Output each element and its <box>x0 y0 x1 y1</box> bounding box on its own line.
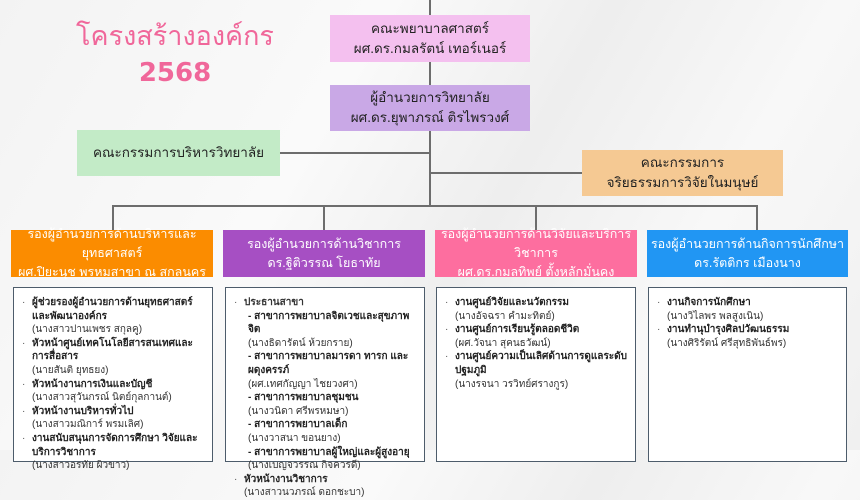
division-head-research: รองผู้อำนวยการด้านวิจัยและบริการวิชาการ … <box>435 227 637 279</box>
role-label: หัวหน้างานวิชาการ <box>244 473 328 485</box>
role-label: - สาขาการพยาบาลเด็ก <box>248 419 348 431</box>
person-name: (นางสาวปานเพชร สกุลคู) <box>32 324 143 336</box>
division-title: รองผู้อำนวยการด้านกิจการนักศึกษา <box>650 236 845 251</box>
bullet-icon: · <box>657 297 661 308</box>
person-name: (นางวนิดา ศรีพรหมษา) <box>248 405 349 417</box>
dean-name: ผศ.ดร.กมลรัตน์ เทอร์เนอร์ <box>353 40 507 56</box>
person-name: (นางวิไลพร พลสูงเนิน) <box>667 310 764 322</box>
director-box: ผู้อำนวยการวิทยาลัย ผศ.ดร.ยุพาภรณ์ ติรไพ… <box>330 85 530 131</box>
bullet-icon: · <box>445 351 449 363</box>
person-name: (นายสันติ ยุทธยง) <box>32 364 109 376</box>
person-name: (นางรจนา วรวิทย์ศรางกูร) <box>455 378 569 390</box>
list-item: · ประธานสาขา <box>234 296 418 310</box>
person-name: (นางสาวสุวันกรณ์ นิตย์กุลกานต์) <box>32 392 172 404</box>
division-name: ผศ.ปิยะนุช พรหมสาขา ณ สกลนคร <box>18 265 206 279</box>
dean-box: คณะพยาบาลศาสตร์ ผศ.ดร.กมลรัตน์ เทอร์เนอร… <box>330 15 530 62</box>
role-label: หัวหน้างานบริหารทั่วไป <box>32 405 134 417</box>
division-list-admin: · ผู้ช่วยรองผู้อำนวยการด้านยุทธศาสตร์และพ… <box>13 287 213 471</box>
list-item: · งานกิจการนักศึกษา (นางวิไลพร พลสูงเนิน) <box>657 296 840 323</box>
role-label: งานศูนย์วิจัยและนวัตกรรม <box>455 297 569 308</box>
role-label: งานศูนย์ความเป็นเลิศด้านการดูแลระดับปฐมภ… <box>455 351 628 376</box>
list-item: · งานสนับสนุนการจัดการศึกษา วิจัยและบริกา… <box>22 432 206 473</box>
bullet-icon: · <box>234 473 238 485</box>
list-item: - สาขาการพยาบาลจิตเวชและสุขภาพจิต(นางธิด… <box>234 310 418 351</box>
division-title: รองผู้อำนวยการด้านบริหารและยุทธศาสตร์ <box>27 227 197 260</box>
list-item: · หัวหน้างานบริหารทั่วไป (นางสาวมณิการ์ พร… <box>22 405 206 432</box>
division-title: รองผู้อำนวยการด้านวิชาการ <box>247 236 401 251</box>
bullet-icon: · <box>445 297 449 308</box>
list-item: · งานศูนย์การเรียนรู้ตลอดชีวิต(ผศ.วัจนา ส… <box>445 323 629 350</box>
bullet-icon: · <box>22 378 26 390</box>
division-head-student: รองผู้อำนวยการด้านกิจการนักศึกษา ดร.รัตต… <box>647 230 848 277</box>
ethics-box: คณะกรรมการ จริยธรรมการวิจัยในมนุษย์ <box>582 150 783 196</box>
list-item: · หัวหน้างานการเงินและบัญชี (นางสาวสุวันกร… <box>22 378 206 405</box>
person-name: (นางวาสนา ขอนยาง) <box>248 432 341 444</box>
division-list-academic: · ประธานสาขา - สาขาการพยาบาลจิตเวชและสุขภา… <box>225 287 425 498</box>
bullet-icon: · <box>445 324 449 336</box>
division-name: ผศ.ดร.กมลทิพย์ ตั้งหลักมั่นคง <box>457 265 615 279</box>
list-item: · หัวหน้าศูนย์เทคโนโลยีสารสนเทศและการสื่อ… <box>22 337 206 378</box>
list-item: · งานทำนุบำรุงศิลปวัฒนธรรม(นางศิริรัตน์ ศ… <box>657 323 840 350</box>
connector-line <box>756 205 758 231</box>
ethics-line1: คณะกรรมการ <box>640 155 725 170</box>
person-name: (นางธิดารัตน์ ห้วยกราย) <box>248 337 353 349</box>
chart-title: โครงสร้างองค์กร <box>76 21 274 51</box>
bullet-icon: · <box>22 432 26 444</box>
chair-label: ประธานสาขา <box>244 297 304 308</box>
list-item: - สาขาการพยาบาลเด็ก(นางวาสนา ขอนยาง) <box>234 418 418 445</box>
ethics-line2: จริยธรรมการวิจัยในมนุษย์ <box>606 175 759 190</box>
role-label: - สาขาการพยาบาลชุมชน <box>248 392 359 404</box>
bullet-icon: · <box>22 337 26 349</box>
list-item: · งานศูนย์วิจัยและนวัตกรรม (นางอัจฉรา คำมะ… <box>445 296 629 323</box>
role-label: งานศูนย์การเรียนรู้ตลอดชีวิต <box>455 324 580 336</box>
person-name: (ผศ.เทศกัญญา ไชยวงศา) <box>248 378 358 390</box>
role-label: หัวหน้างานการเงินและบัญชี <box>32 378 153 390</box>
bullet-icon: · <box>22 297 26 308</box>
connector-line <box>112 205 114 231</box>
role-label: ผู้ช่วยรองผู้อำนวยการด้านยุทธศาสตร์และพั… <box>32 297 193 322</box>
division-head-admin: รองผู้อำนวยการด้านบริหารและยุทธศาสตร์ ผศ… <box>11 227 213 279</box>
division-name: ดร.ฐิติวรรณ โยธาทัย <box>267 255 381 270</box>
role-label: - สาขาการพยาบาลผู้ใหญ่และผู้สูงอายุ <box>248 446 410 458</box>
role-label: - สาขาการพยาบาลมารดา ทารก และผดุงครรภ์ <box>248 351 409 376</box>
connector-line <box>280 152 430 154</box>
bullet-icon: · <box>234 297 238 308</box>
person-name: (นางเบญจวรรณ กิจควรดี) <box>248 460 361 472</box>
role-label: - สาขาการพยาบาลจิตเวชและสุขภาพจิต <box>248 310 410 336</box>
list-item: · งานศูนย์ความเป็นเลิศด้านการดูแลระดับปฐม… <box>445 350 629 391</box>
division-head-academic: รองผู้อำนวยการด้านวิชาการ ดร.ฐิติวรรณ โย… <box>223 230 425 277</box>
person-name: (นางสาวนวภรณ์ ดอกชะบา) <box>244 487 365 499</box>
person-name: (นางอัจฉรา คำมะทิตย์) <box>455 310 555 322</box>
bullet-icon: · <box>657 324 661 336</box>
connector-line <box>112 205 758 207</box>
dean-title: คณะพยาบาลศาสตร์ <box>370 20 490 36</box>
division-list-research: · งานศูนย์วิจัยและนวัตกรรม (นางอัจฉรา คำมะ… <box>436 287 636 462</box>
division-title: รองผู้อำนวยการด้านวิจัยและบริการวิชาการ <box>440 227 632 260</box>
list-item: - สาขาการพยาบาลชุมชน(นางวนิดา ศรีพรหมษา) <box>234 391 418 418</box>
director-name: ผศ.ดร.ยุพาภรณ์ ติรไพรวงศ์ <box>350 110 510 125</box>
connector-line <box>535 205 537 231</box>
role-label: หัวหน้าศูนย์เทคโนโลยีสารสนเทศและการสื่อส… <box>32 337 193 363</box>
director-title: ผู้อำนวยการวิทยาลัย <box>370 90 490 105</box>
person-name: (นางสาวมณิการ์ พรมเลิศ) <box>32 419 144 431</box>
list-item: - สาขาการพยาบาลมารดา ทารก และผดุงครรภ์ (ผ… <box>234 350 418 391</box>
chart-year: 2568 <box>138 58 212 88</box>
person-name: (นางสาวอรทัย ผิวขาว) <box>32 460 130 472</box>
person-name: (นางศิริรัตน์ ศรีสุทธิพันธ์พร) <box>667 337 787 349</box>
division-list-student: ·งานกิจการนักศึกษา(นางวิไลพร พลสูงเนิน)·… <box>648 287 847 462</box>
person-name: (ผศ.วัจนา สุคนธวัฒน์) <box>455 337 551 349</box>
list-item: · ผู้ช่วยรองผู้อำนวยการด้านยุทธศาสตร์และพ… <box>22 296 206 337</box>
board-label: คณะกรรมการบริหารวิทยาลัย <box>92 145 265 160</box>
role-label: งานกิจการนักศึกษา <box>667 297 751 308</box>
connector-line <box>430 172 582 174</box>
division-name: ดร.รัตติกร เมืองนาง <box>694 255 801 270</box>
bullet-icon: · <box>22 405 26 417</box>
connector-line <box>323 205 325 231</box>
role-label: งานทำนุบำรุงศิลปวัฒนธรรม <box>667 324 790 336</box>
board-box: คณะกรรมการบริหารวิทยาลัย <box>77 130 280 176</box>
role-label: งานสนับสนุนการจัดการศึกษา วิจัยและบริการ… <box>32 432 198 458</box>
list-item: · หัวหน้างานวิชาการ (นางสาวนวภรณ์ ดอกชะบา) <box>234 473 418 500</box>
